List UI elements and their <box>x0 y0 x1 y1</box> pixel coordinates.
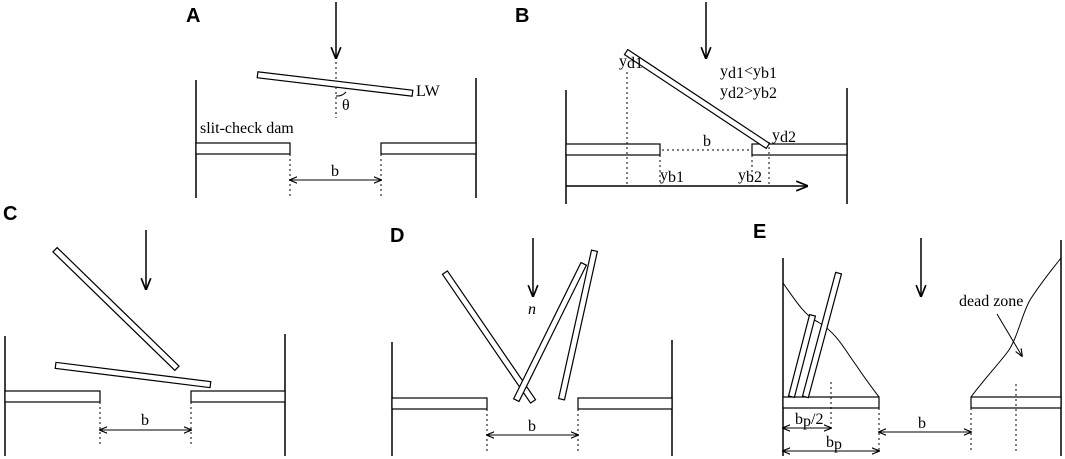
angle-arc <box>335 91 347 97</box>
panel-e-letter: E <box>753 221 766 243</box>
left-dam-plate <box>565 143 661 156</box>
panel-a: A θ LW slit-check dam b <box>186 2 477 198</box>
flow-n-label: n <box>528 301 536 318</box>
panel-b-letter: B <box>515 5 529 27</box>
log-right <box>557 249 599 401</box>
panel-a-letter: A <box>186 5 200 27</box>
panel-c: C b <box>3 203 286 456</box>
condition-2: yd2>yb2 <box>720 83 777 102</box>
right-dam-plate <box>751 143 848 156</box>
dead-zone-pointer <box>996 313 1022 356</box>
gap-b-label: b <box>528 418 536 435</box>
panel-b: B b yd1 yd2 yb1 yb2 <box>515 2 848 204</box>
condition-1: yd1<yb1 <box>720 63 777 82</box>
half-width-label: bp/2 <box>795 411 823 430</box>
angle-theta-label: θ <box>342 97 350 114</box>
left-dead-zone-boundary <box>782 282 880 398</box>
slit-check-dam-label: slit-check dam <box>200 120 294 137</box>
gap-b-label: b <box>141 412 149 429</box>
gap-b-label: b <box>918 415 926 432</box>
left-dam-plate <box>391 397 488 410</box>
dead-zone-label: dead zone <box>959 293 1023 310</box>
lower-log <box>54 361 212 389</box>
right-dam-plate <box>380 142 477 155</box>
panel-d-letter: D <box>390 225 404 247</box>
right-dam-plate <box>970 396 1062 409</box>
right-dead-zone-boundary <box>970 257 1062 398</box>
full-width-label: bp <box>826 434 842 453</box>
yb1-label: yb1 <box>660 167 684 186</box>
log-tall <box>801 271 843 399</box>
panel-d: D n b <box>390 225 673 456</box>
panel-e: E b bp/2 bp dead <box>753 221 1062 456</box>
upper-log <box>52 246 180 372</box>
yd2-label: yd2 <box>772 127 796 146</box>
yb2-label: yb2 <box>738 167 762 186</box>
right-dam-plate <box>190 390 286 403</box>
left-dam-plate <box>195 142 291 155</box>
log-middle <box>512 261 588 403</box>
log-short <box>787 313 817 399</box>
large-wood-log <box>256 71 414 97</box>
gap-b-label: b <box>703 133 711 150</box>
right-dam-plate <box>577 397 673 410</box>
yd1-label: yd1 <box>619 53 643 72</box>
large-wood-log <box>623 48 771 150</box>
gap-b-label: b <box>331 163 339 180</box>
log-lw-label: LW <box>416 83 441 100</box>
left-dam-plate <box>4 390 101 403</box>
log-left <box>441 270 537 404</box>
panel-c-letter: C <box>3 203 17 225</box>
